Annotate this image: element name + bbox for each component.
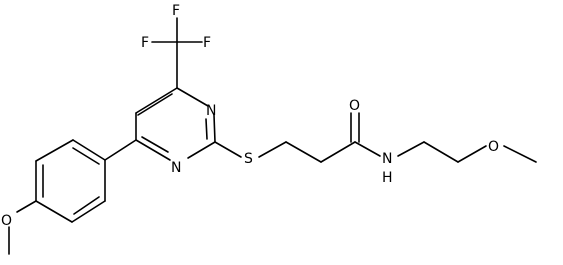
chain-bonds bbox=[214, 112, 537, 163]
bond-c2-n1 bbox=[187, 141, 216, 159]
bond-ar1-ar2 bbox=[72, 139, 106, 161]
cf3-bonds bbox=[151, 17, 203, 89]
bond-ar4-ar5 bbox=[35, 200, 73, 223]
bond-ar5-ar6-double bbox=[73, 196, 100, 215]
bond-ch2-o bbox=[457, 145, 487, 163]
bond-ch2-ch2-b bbox=[423, 141, 459, 163]
atom-n-ring-upper: N bbox=[206, 103, 216, 119]
bond-c2-s bbox=[214, 141, 242, 158]
bond-ch2-carbonyl bbox=[320, 141, 356, 163]
atom-f1: F bbox=[141, 35, 149, 51]
pyrimidine-bonds bbox=[135, 87, 216, 161]
bond-ch2-ch2 bbox=[285, 141, 322, 163]
bond-n3-c2-double bbox=[205, 118, 208, 140]
bond-n1-c6-double bbox=[141, 136, 169, 153]
atom-o-chain: O bbox=[488, 139, 499, 155]
atom-s: S bbox=[244, 151, 253, 167]
bond-c4-c5 bbox=[135, 87, 178, 114]
bond-ar4-o bbox=[16, 200, 37, 213]
atom-f2: F bbox=[172, 3, 180, 19]
bond-ar2-ar3 bbox=[35, 139, 74, 162]
atom-o-aryl: O bbox=[1, 213, 12, 229]
atom-h-amide: H bbox=[382, 170, 393, 186]
bond-c6-aryl bbox=[104, 139, 137, 161]
bond-carbonyl-n bbox=[354, 141, 381, 157]
bond-n1-c6 bbox=[135, 139, 171, 161]
atom-n-amide: N bbox=[382, 151, 392, 167]
bond-c4-n3 bbox=[176, 87, 209, 107]
bond-ar1-ar2-double bbox=[72, 147, 100, 165]
methoxyphenyl-bonds bbox=[8, 139, 137, 255]
atom-o-carbonyl: O bbox=[349, 98, 360, 114]
bond-n3-c2 bbox=[213, 114, 216, 143]
atom-n-ring-lower: N bbox=[171, 160, 181, 176]
bond-ar5-ar6 bbox=[71, 200, 106, 223]
bond-n-ch2 bbox=[397, 141, 425, 157]
atom-labels: F F F N N S O N H O O bbox=[1, 3, 499, 229]
bond-o-ch3 bbox=[503, 145, 537, 163]
atom-f3: F bbox=[203, 35, 211, 51]
bond-s-ch2 bbox=[258, 141, 287, 158]
bond-c4-c5-double bbox=[137, 93, 173, 116]
